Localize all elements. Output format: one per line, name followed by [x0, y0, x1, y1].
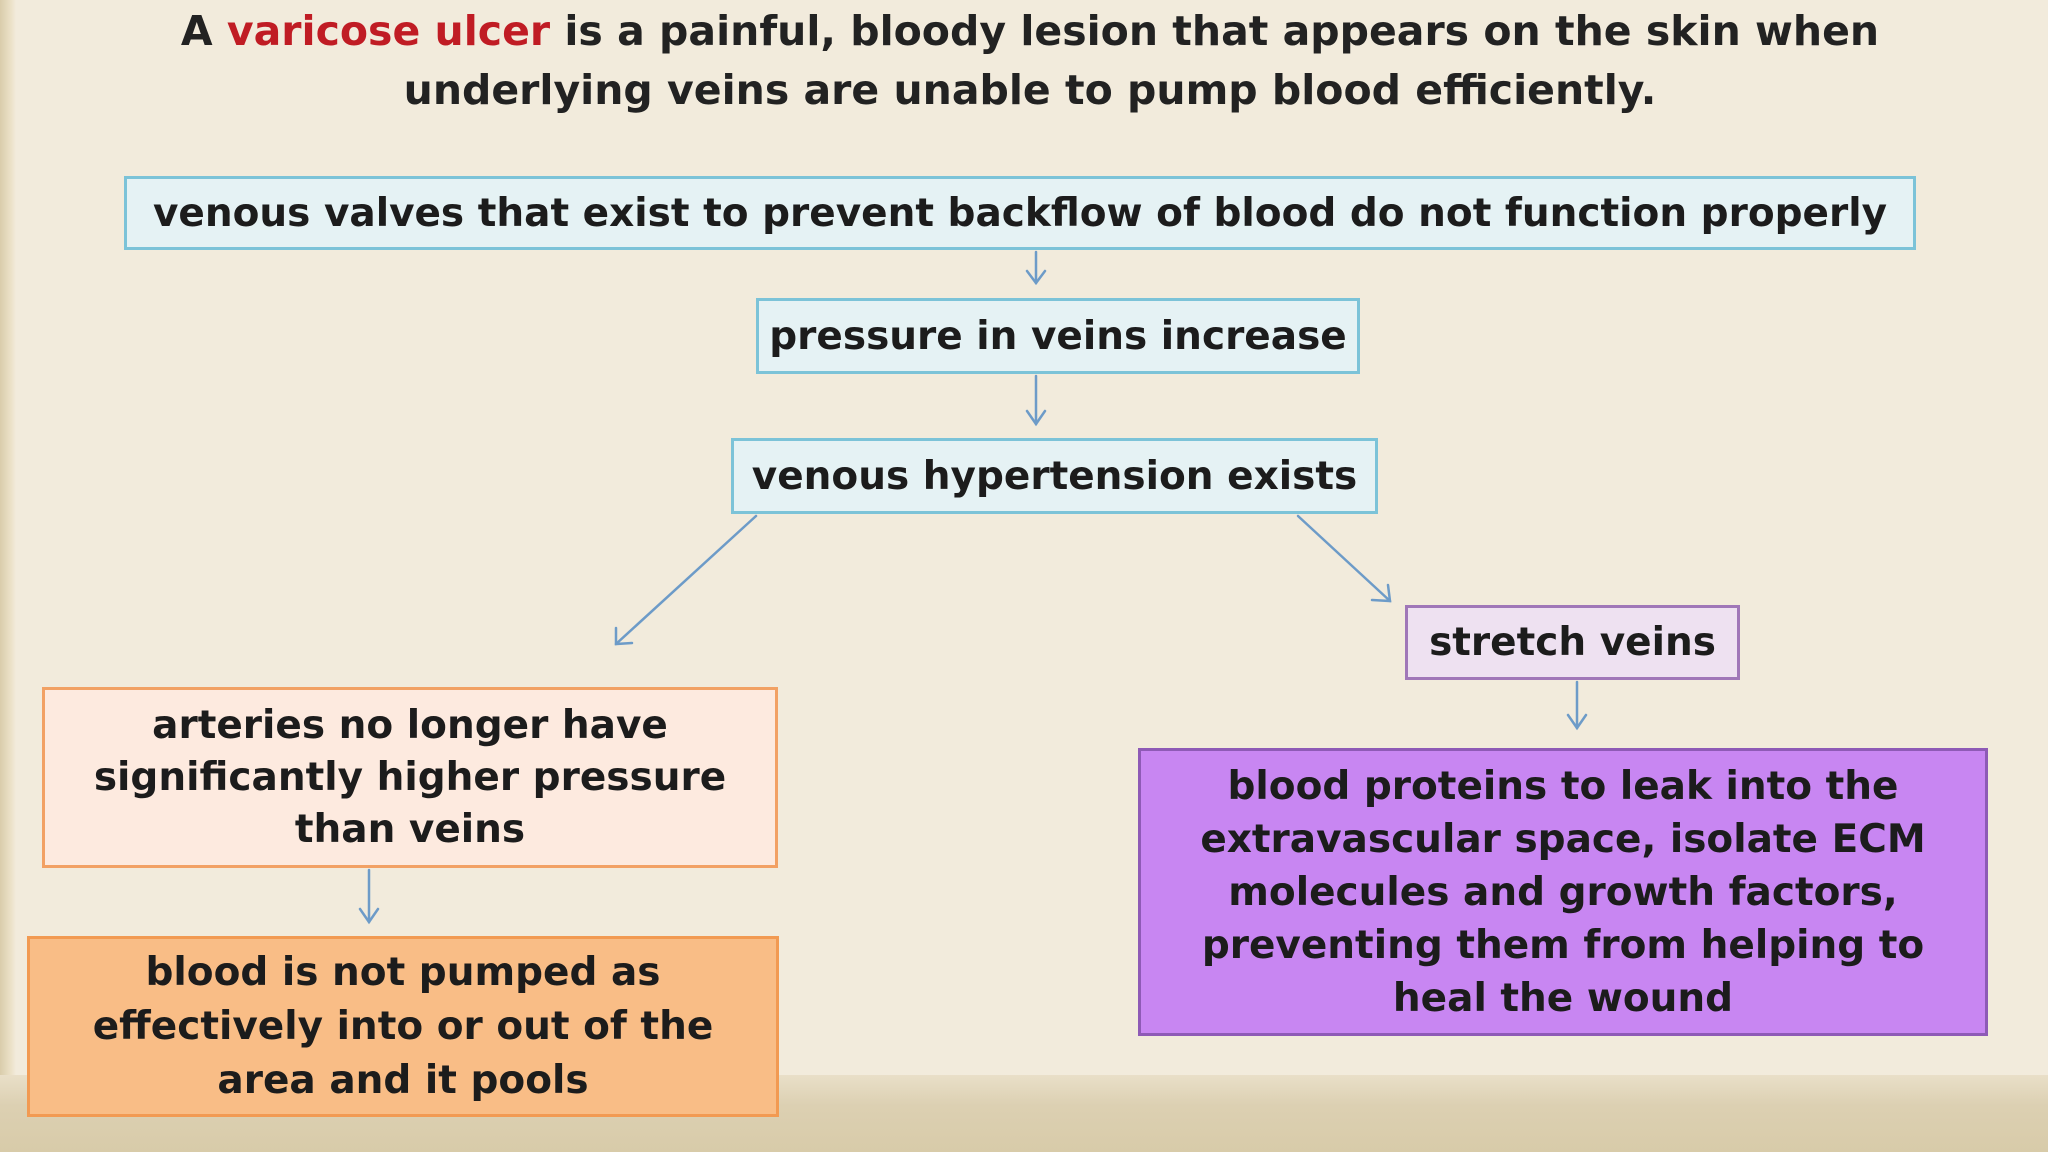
arrow-pressure-to-hypertension — [1025, 374, 1047, 427]
intro-prefix: A — [180, 7, 227, 55]
node-pooled-label: blood is not pumped as effectively into … — [92, 949, 714, 1103]
node-proteins-label: blood proteins to leak into the extravas… — [1200, 763, 1926, 1021]
highlighted-term: varicose ulcer — [226, 7, 551, 55]
intro-rest-line1: is a painful, bloody lesion that appears… — [550, 7, 1880, 55]
node-arteries-label: arteries no longer have significantly hi… — [93, 702, 727, 852]
node-venous-hypertension: venous hypertension exists — [731, 438, 1378, 514]
node-arteries-pressure: arteries no longer have significantly hi… — [42, 687, 778, 868]
intro-line2: underlying veins are unable to pump bloo… — [403, 66, 1657, 114]
arrow-hypertension-to-stretch — [1296, 514, 1392, 603]
node-hypertension-label: venous hypertension exists — [751, 453, 1358, 499]
node-protein-leak: blood proteins to leak into the extravas… — [1138, 748, 1988, 1036]
arrow-arteries-to-pooled — [358, 868, 380, 925]
node-stretch-veins: stretch veins — [1405, 605, 1740, 680]
arrow-stretch-to-proteins — [1566, 680, 1588, 731]
node-blood-pools: blood is not pumped as effectively into … — [27, 936, 779, 1117]
arrow-valves-to-pressure — [1025, 250, 1047, 286]
arrow-hypertension-to-arteries — [614, 514, 758, 646]
node-valves-malfunction: venous valves that exist to prevent back… — [124, 176, 1916, 250]
intro-text: A varicose ulcer is a painful, bloody le… — [130, 2, 1930, 120]
node-stretch-label: stretch veins — [1429, 620, 1716, 665]
node-valves-label: venous valves that exist to prevent back… — [152, 190, 1888, 236]
node-pressure-increase: pressure in veins increase — [756, 298, 1360, 374]
node-pressure-label: pressure in veins increase — [769, 313, 1347, 359]
slide-left-edge — [0, 0, 16, 1152]
